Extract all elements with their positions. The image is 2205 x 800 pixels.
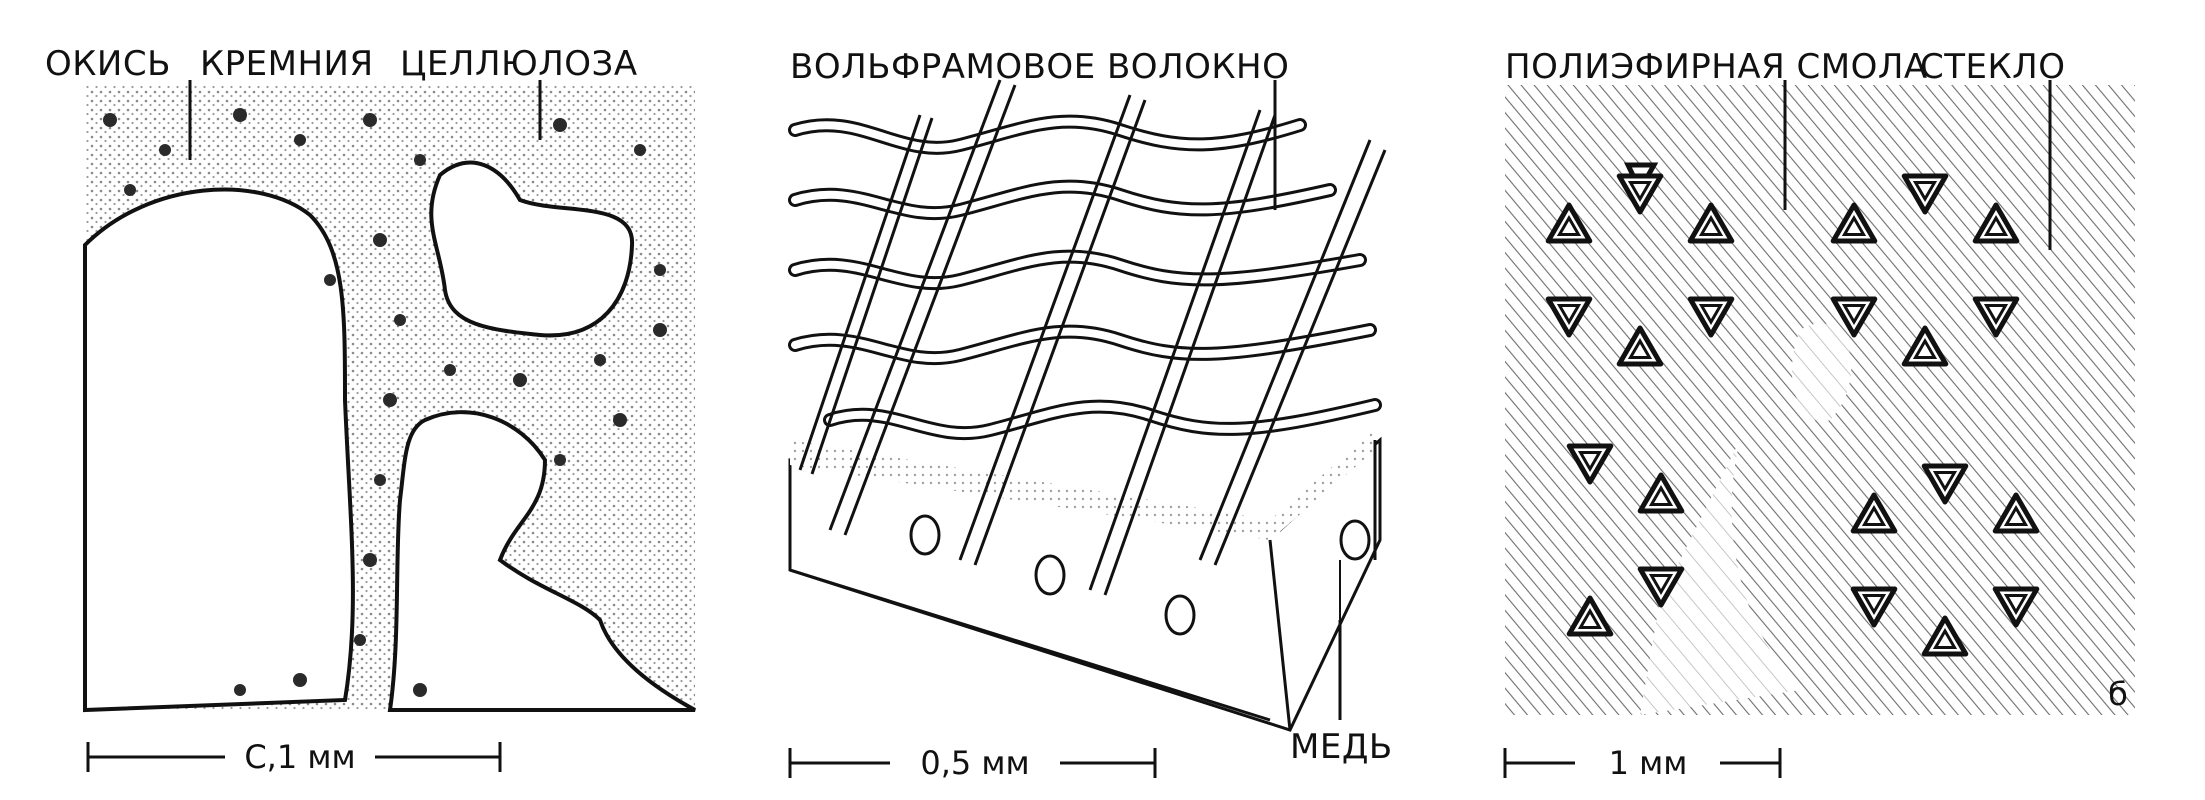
glass-fiber-core xyxy=(1912,181,1938,203)
label-cellulose: ЦЕЛЛЮЛОЗА xyxy=(400,44,638,84)
glass-fiber-core xyxy=(1983,304,2009,326)
tungsten-straight-fibers xyxy=(798,79,1387,596)
glass-fiber-core xyxy=(1912,337,1938,359)
glass-fiber-core xyxy=(1932,627,1958,649)
scale-label-1: С,1 мм xyxy=(244,738,355,776)
glass-fiber-core xyxy=(1841,214,1867,236)
copper-block xyxy=(788,436,1382,732)
glass-fiber-core xyxy=(1861,594,1887,616)
label-polyester-resin: ПОЛИЭФИРНАЯ СМОЛА xyxy=(1505,47,1928,87)
panel-tungsten-copper: ВОЛЬФРАМОВОЕ ВОЛОКНО МЕДЬ 0,5 мм xyxy=(788,47,1393,782)
label-silica: ОКИСЬ xyxy=(45,44,171,84)
glass-fiber-core xyxy=(1698,214,1724,236)
glass-fibers xyxy=(1545,173,2040,657)
glass-fiber-core xyxy=(1577,451,1603,473)
glass-fiber-core xyxy=(1577,607,1603,629)
scale-bar-panel-2: 0,5 мм xyxy=(788,744,1157,782)
cellulose-void-upper xyxy=(429,160,635,338)
glass-fiber-core xyxy=(1627,337,1653,359)
scale-bar-panel-1: С,1 мм xyxy=(86,738,502,776)
panel-corner-mark: б xyxy=(2108,675,2128,713)
glass-fiber-core xyxy=(2003,504,2029,526)
scale-bar-panel-3: 1 мм xyxy=(1503,744,1782,782)
glass-fiber-core xyxy=(1932,471,1958,493)
glass-fiber-core xyxy=(1556,304,1582,326)
panel-polyester-glass: ПОЛИЭФИРНАЯ СМОЛА СТЕКЛО б 1 мм xyxy=(1503,47,2135,782)
glass-fiber-core xyxy=(1648,484,1674,506)
glass-fiber-core xyxy=(1841,304,1867,326)
cellulose-void-lower xyxy=(387,410,696,712)
fiber-cross-sections xyxy=(909,514,1371,636)
glass-fiber-core xyxy=(2003,594,2029,616)
glass-fiber-core xyxy=(1556,214,1582,236)
glass-fiber-core xyxy=(1861,504,1887,526)
panel-silica-cellulose: ОКИСЬ КРЕМНИЯ ЦЕЛЛЮЛОЗА С,1 мм xyxy=(45,44,696,776)
glass-fiber-core xyxy=(1648,574,1674,596)
scale-label-2: 0,5 мм xyxy=(920,744,1029,782)
cellulose-void-left xyxy=(83,187,355,713)
glass-fiber-core xyxy=(1983,214,2009,236)
label-tungsten-fiber: ВОЛЬФРАМОВОЕ ВОЛОКНО xyxy=(790,47,1289,87)
label-silica-2: КРЕМНИЯ xyxy=(200,44,374,84)
label-copper: МЕДЬ xyxy=(1290,727,1393,767)
glass-fiber-core xyxy=(1698,304,1724,326)
glass-fiber-core xyxy=(1627,181,1653,203)
label-glass: СТЕКЛО xyxy=(1920,47,2065,87)
scale-label-3: 1 мм xyxy=(1609,744,1688,782)
